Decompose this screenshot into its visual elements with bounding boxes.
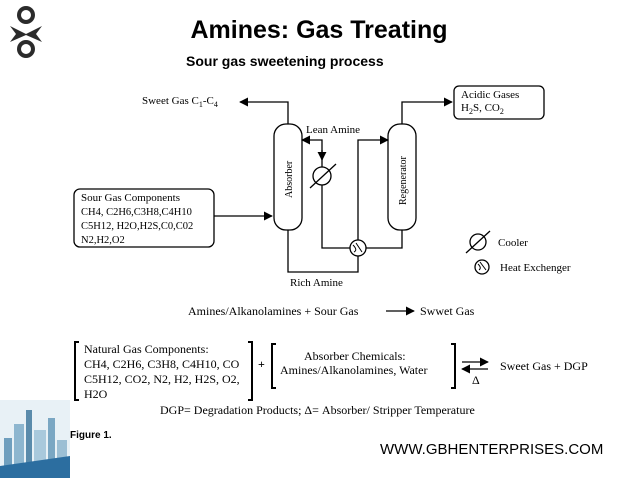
sour-gas-title: Sour Gas Components xyxy=(81,192,180,204)
rich-amine-line xyxy=(287,230,359,273)
equation-plus: + xyxy=(258,357,265,371)
sour-gas-line2: C5H12, H2O,H2S,C0,C02 xyxy=(81,221,193,232)
sour-gas-line3: N2,H2,O2 xyxy=(81,235,125,246)
website-url[interactable]: WWW.GBHENTERPRISES.COM xyxy=(380,441,604,458)
page-title: Amines: Gas Treating xyxy=(190,16,448,44)
acidic-gases-formula: H2S, CO2 xyxy=(461,102,504,116)
legend-hx-icon xyxy=(474,259,490,275)
regenerator-label: Regenerator xyxy=(398,155,409,205)
absorber-bracket-left xyxy=(271,343,276,389)
acid-gas-line xyxy=(401,97,453,124)
absorber-chem-line: Amines/Alkanolamines, Water xyxy=(280,363,427,377)
sweet-gas-label: Sweet Gas C1-C4 xyxy=(142,95,218,109)
natural-gas-line2: C5H12, CO2, N2, H2, H2S, O2, xyxy=(84,372,240,386)
acidic-gases-title: Acidic Gases xyxy=(461,89,519,101)
logo-body xyxy=(10,26,42,42)
rich-amine-to-regen xyxy=(357,135,389,240)
natural-gas-title: Natural Gas Components: xyxy=(84,342,209,356)
legend-hx-label: Heat Exchenger xyxy=(500,262,571,274)
company-logo xyxy=(10,6,42,58)
equation-note: DGP= Degradation Products; Δ= Absorber/ … xyxy=(160,403,475,417)
acidic-gases-box xyxy=(453,85,545,120)
absorber-label: Absorber xyxy=(284,160,295,198)
figure-caption: Figure 1. xyxy=(70,430,112,441)
natural-gas-line3: H2O xyxy=(84,387,108,401)
natural-gas-line1: CH4, C2H6, C3H8, C4H10, CO xyxy=(84,357,240,371)
sour-gas-box xyxy=(73,188,215,248)
heat-exchanger-icon xyxy=(349,239,367,257)
equation-product: Sweet Gas + DGP xyxy=(500,359,588,373)
equilibrium-delta: Δ xyxy=(472,373,480,387)
lean-amine-line xyxy=(364,230,403,249)
sweet-gas-line xyxy=(239,97,289,124)
sour-gas-line1: CH4, C2H6,C3H8,C4H10 xyxy=(81,207,192,218)
lean-amine-label: Lean Amine xyxy=(306,124,360,136)
absorber-bracket-right xyxy=(451,343,456,389)
legend-cooler-label: Cooler xyxy=(498,237,528,249)
natural-gas-bracket-right xyxy=(248,341,253,401)
rich-amine-label: Rich Amine xyxy=(290,277,343,289)
skyline-decoration xyxy=(0,400,70,478)
natural-gas-bracket-left xyxy=(74,341,79,401)
absorber-chem-title: Absorber Chemicals: xyxy=(304,349,406,363)
reaction-left: Amines/Alkanolamines + Sour Gas xyxy=(188,304,359,318)
page-subtitle: Sour gas sweetening process xyxy=(186,53,384,69)
reaction-right: Swwet Gas xyxy=(420,304,475,318)
lean-amine-return xyxy=(301,135,352,249)
